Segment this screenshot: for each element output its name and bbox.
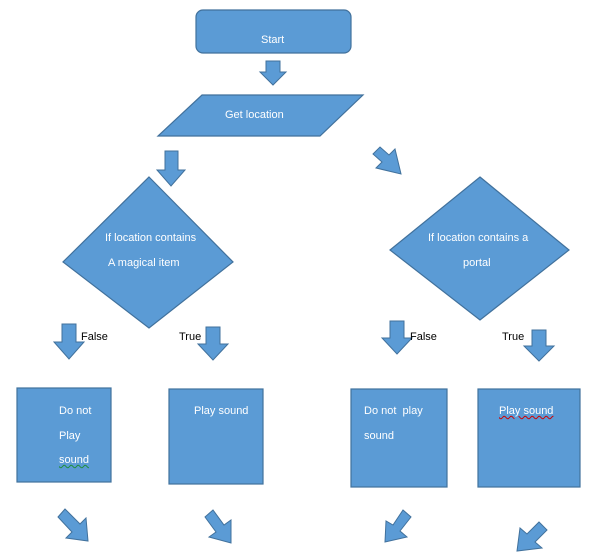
process-box-do-not-play-sound (350, 388, 448, 488)
process-box-do-not-play-sound (16, 387, 112, 483)
arrow-down-icon (155, 150, 187, 187)
decision-magical-item (62, 176, 234, 329)
start-label: Start (261, 34, 285, 46)
start-node (195, 9, 352, 54)
decision-magical-label-line1: If location contains (105, 232, 197, 244)
box3-label-line1: Do not play (364, 405, 423, 417)
box1-label-line2: Play (59, 430, 81, 442)
arrow-diagonal-icon (204, 509, 232, 544)
box1-label-line1: Do not (59, 405, 92, 417)
decision-magical-label-line2: A magical item (108, 257, 180, 269)
process-box-play-sound (477, 388, 581, 488)
box2-label: Play sound (194, 405, 249, 417)
box1-label-line3: sound (59, 454, 89, 466)
box4-label-text: Play sound (499, 405, 554, 417)
edge-true-label: True (179, 331, 202, 343)
decision-portal (389, 176, 570, 321)
arrow-diagonal-icon (372, 146, 402, 175)
edge-false-label: False (81, 331, 108, 343)
arrow-down-icon (522, 329, 556, 362)
decision-portal-label-line1: If location contains a (428, 232, 529, 244)
process-box-play-sound (168, 388, 264, 485)
arrow-down-icon (380, 320, 414, 355)
arrow-diagonal-icon (516, 521, 548, 552)
get-location-node (156, 94, 365, 137)
edge-false-label: False (410, 331, 437, 343)
edge-true-label: True (502, 331, 525, 343)
arrow-down-icon (258, 60, 288, 86)
box4-label: Play sound (499, 404, 553, 418)
arrow-down-icon (196, 326, 230, 361)
arrow-diagonal-icon (57, 508, 89, 542)
arrow-diagonal-icon (384, 509, 412, 543)
get-location-label: Get location (225, 109, 284, 121)
box3-label-line2: sound (364, 430, 394, 442)
arrow-down-icon (52, 323, 86, 360)
decision-portal-label-line2: portal (463, 257, 491, 269)
